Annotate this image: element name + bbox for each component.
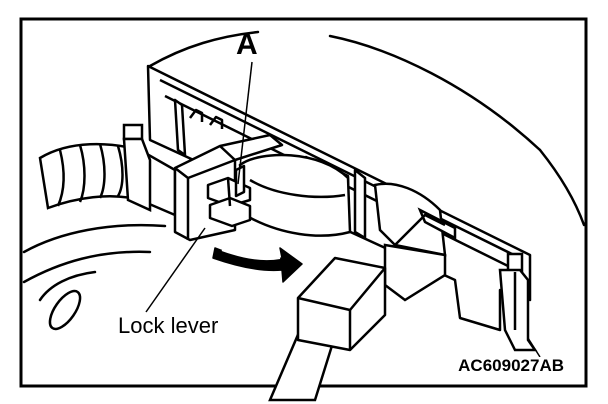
callout-letter-a: A (236, 28, 258, 61)
motion-arrow (212, 247, 303, 283)
lock-lever-label: Lock lever (116, 313, 221, 338)
oval-hole (48, 289, 82, 331)
right-socket (373, 182, 457, 302)
harness-clip-left (122, 123, 152, 212)
wire-harness-left (38, 142, 177, 217)
plug-body (296, 256, 387, 352)
harness-clip-right (498, 252, 538, 352)
figure-code: AC609027AB (456, 356, 566, 375)
leader-lines (145, 61, 541, 358)
lock-lever-connector (173, 133, 284, 242)
mating-cavity (238, 153, 352, 237)
background-body (22, 30, 586, 302)
